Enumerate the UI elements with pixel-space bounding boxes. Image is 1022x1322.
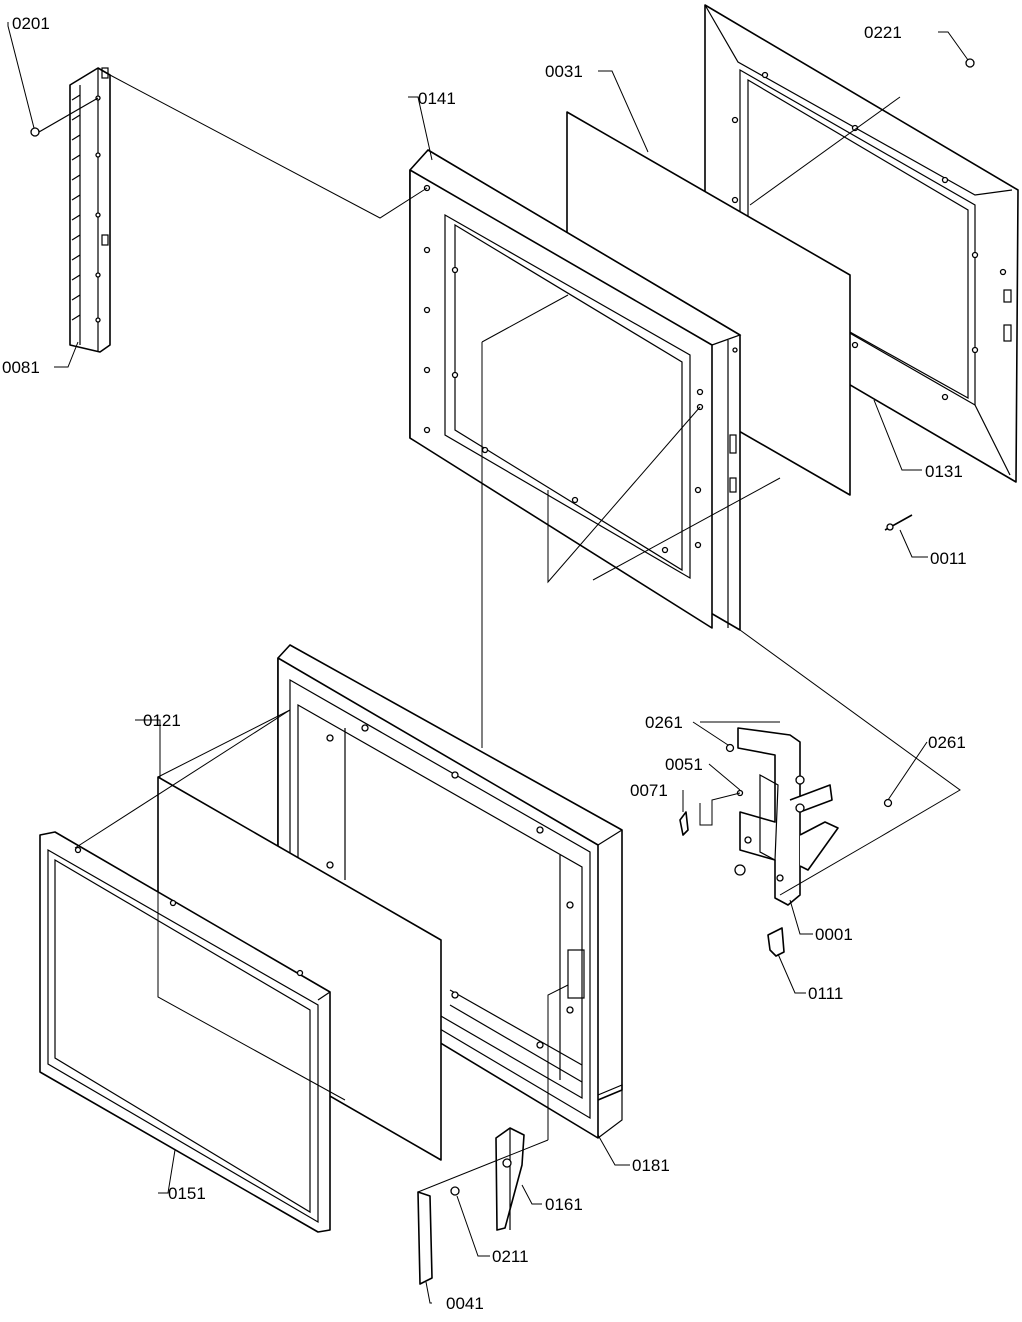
latch-screw-left [725, 743, 735, 753]
label-0071: 0071 [630, 781, 668, 800]
lower-hinge-bracket [495, 1127, 525, 1231]
label-0141: 0141 [418, 89, 456, 108]
label-0221: 0221 [864, 23, 902, 42]
panel-screw [965, 58, 975, 68]
label-0211: 0211 [492, 1247, 529, 1266]
label-0051: 0051 [665, 755, 703, 774]
label-0151: 0151 [168, 1184, 206, 1203]
bracket-screw [450, 1186, 460, 1196]
door-outer-shell [277, 644, 623, 1139]
latch-pin [884, 514, 913, 531]
door-inner-frame [409, 149, 742, 631]
callout-leaders [7, 22, 969, 1304]
hinge-cover [417, 1191, 433, 1285]
label-0131: 0131 [925, 462, 963, 481]
latch-clip [767, 927, 785, 957]
latch-roller-pin [679, 811, 689, 836]
latch-screw-right [883, 798, 893, 808]
hinge-screw [30, 97, 99, 137]
label-0161: 0161 [545, 1195, 583, 1214]
door-latch-assembly [734, 727, 839, 906]
label-0111: 0111 [808, 984, 843, 1003]
front-window-frame [39, 831, 331, 1233]
door-hinge-bar [69, 67, 111, 353]
label-0261-left: 0261 [645, 713, 683, 732]
label-0121: 0121 [143, 711, 181, 730]
label-0261-right: 0261 [928, 733, 966, 752]
label-0181: 0181 [632, 1156, 670, 1175]
label-0001: 0001 [815, 925, 853, 944]
label-0041: 0041 [446, 1294, 484, 1313]
part-labels: 0201 0081 0141 0031 0221 0131 0011 0121 … [2, 14, 967, 1313]
assembly-alignment-lines [74, 74, 961, 1193]
label-0031: 0031 [545, 62, 583, 81]
label-0011: 0011 [930, 549, 967, 568]
label-0081: 0081 [2, 358, 40, 377]
label-0201: 0201 [12, 14, 50, 33]
